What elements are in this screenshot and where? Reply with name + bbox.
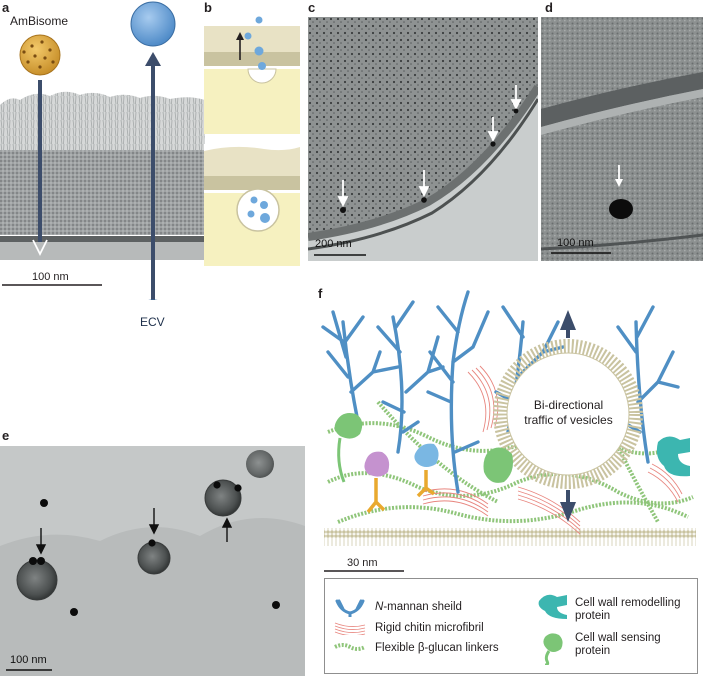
legend-remodelling-1: Cell wall remodelling	[575, 597, 681, 609]
traffic-arrow-down	[560, 502, 576, 522]
vesicle-text-line-1: Bi-directional	[533, 398, 604, 412]
cell-wall-remodelling-protein	[656, 436, 690, 477]
panel-b-label: b	[204, 0, 212, 15]
extracellular-vesicle	[246, 450, 274, 478]
vesicle-membrane	[493, 339, 643, 489]
vesicle-dot	[247, 210, 255, 218]
chitin-icon	[334, 622, 366, 635]
vesicle-dot	[260, 213, 270, 223]
panel-f-cell-wall-diagram	[321, 290, 696, 572]
panel-d-micrograph	[541, 17, 703, 261]
blue-protein	[414, 443, 439, 467]
glucan-icon	[334, 643, 366, 651]
panel-a-figure	[0, 1, 205, 300]
remodelling-protein-icon	[538, 594, 567, 619]
cell-wall-inner-layer	[0, 150, 205, 235]
cell-wall-sensing-protein	[334, 413, 363, 439]
panel-c-micrograph	[308, 17, 538, 261]
vesicle-dot	[244, 32, 252, 40]
vesicle-dot	[250, 196, 258, 204]
extracellular-vesicle	[16, 559, 58, 601]
mannan-icon	[335, 599, 365, 617]
plasma-membrane	[324, 528, 696, 546]
panel-b-figure	[204, 16, 300, 266]
ambisome-label: AmBisome	[10, 14, 69, 28]
legend-mannan: N-mannan sheild	[375, 601, 462, 613]
extracellular-vesicle	[137, 541, 171, 575]
panel-c-label: c	[308, 0, 316, 15]
vesicle-text-line-2: traffic of vesicles	[524, 413, 613, 427]
legend-sensing-1: Cell wall sensing	[575, 632, 661, 644]
legend-box: N-mannan sheild Rigid chitin microfibril…	[324, 578, 698, 674]
cell-wall-fibrils	[0, 91, 205, 150]
legend-sensing-2: protein	[575, 645, 611, 657]
legend-chitin: Rigid chitin microfibril	[375, 622, 484, 634]
panel-d-scale-label: 100 nm	[557, 237, 594, 249]
legend-glucan: Flexible β-glucan linkers	[375, 642, 499, 654]
purple-protein	[364, 451, 390, 477]
panel-e-micrograph	[0, 446, 305, 676]
vesicle-dot	[254, 46, 264, 56]
legend-remodelling-2: protein	[575, 610, 611, 622]
released-vesicle	[130, 1, 176, 47]
ecv-label: ECV	[140, 315, 165, 329]
panel-e-scale-label: 100 nm	[10, 654, 47, 666]
ambisome-particle	[19, 34, 61, 76]
extracellular-vesicle	[204, 479, 242, 517]
vesicle-particle	[609, 199, 633, 219]
vesicle-dot	[260, 201, 268, 209]
traffic-arrow-up	[560, 310, 576, 330]
vesicle-dot	[255, 16, 263, 24]
panel-c-scale-label: 200 nm	[315, 238, 352, 250]
panel-a-label: a	[2, 0, 10, 15]
panel-f-label: f	[318, 286, 323, 301]
panel-e-label: e	[2, 428, 10, 443]
panel-d-label: d	[545, 0, 553, 15]
vesicle-dot	[258, 62, 266, 70]
panel-f-scale-label: 30 nm	[347, 557, 378, 569]
cell-wall-sensing-protein	[483, 447, 513, 483]
sensing-protein-icon	[543, 633, 563, 665]
panel-a-scale-label: 100 nm	[32, 271, 69, 283]
